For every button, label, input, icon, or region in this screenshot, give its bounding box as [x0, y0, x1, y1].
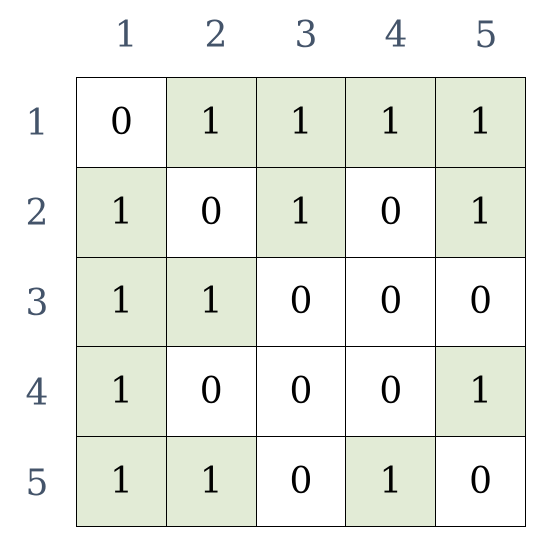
- column-label: 3: [294, 14, 318, 56]
- matrix-cell: 1: [346, 437, 437, 527]
- row-label: 3: [25, 282, 49, 324]
- matrix-cell: 0: [256, 437, 347, 527]
- column-label: 1: [114, 14, 138, 56]
- matrix-cell: 0: [166, 167, 257, 258]
- matrix-cell: 0: [166, 347, 257, 438]
- matrix-cell: 0: [77, 78, 167, 168]
- matrix-cell: 1: [166, 437, 257, 527]
- matrix-cell: 0: [346, 347, 437, 438]
- matrix-cell: 1: [436, 347, 526, 438]
- row-label: 4: [25, 372, 49, 414]
- matrix-cell: 0: [256, 347, 347, 438]
- matrix-cell: 1: [77, 167, 167, 258]
- column-label: 4: [384, 14, 408, 56]
- row-label: 5: [25, 462, 49, 504]
- matrix-cell: 1: [256, 167, 347, 258]
- matrix-cell: 1: [346, 78, 437, 168]
- adjacency-matrix: 0 1 1 1 1 1 0 1 0 1 1 1 0 0 0 1 0 0 0 1 …: [76, 77, 526, 527]
- row-label: 1: [25, 102, 49, 144]
- column-label: 2: [204, 14, 228, 56]
- matrix-cell: 0: [436, 257, 526, 348]
- column-label: 5: [474, 14, 498, 56]
- matrix-cell: 1: [77, 347, 167, 438]
- matrix-cell: 0: [256, 257, 347, 348]
- matrix-cell: 1: [436, 78, 526, 168]
- matrix-cell: 1: [166, 257, 257, 348]
- matrix-cell: 1: [436, 167, 526, 258]
- matrix-cell: 0: [436, 437, 526, 527]
- matrix-cell: 1: [166, 78, 257, 168]
- matrix-cell: 0: [346, 257, 437, 348]
- matrix-cell: 1: [77, 257, 167, 348]
- matrix-cell: 1: [256, 78, 347, 168]
- matrix-cell: 0: [346, 167, 437, 258]
- matrix-cell: 1: [77, 437, 167, 527]
- row-label: 2: [25, 192, 49, 234]
